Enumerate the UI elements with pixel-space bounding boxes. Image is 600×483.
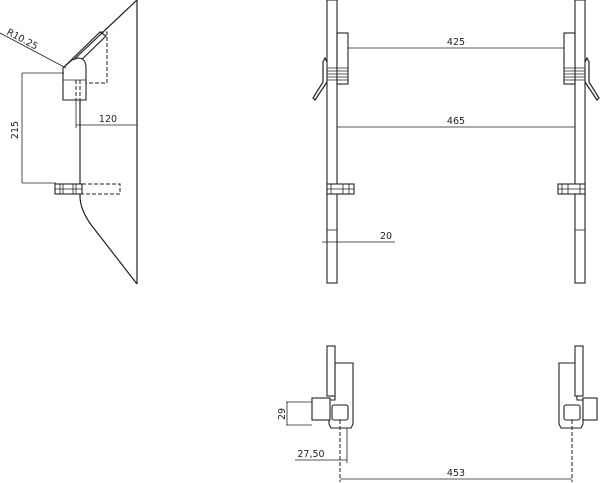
right-post-top xyxy=(574,345,584,397)
front-view: 425 465 20 xyxy=(312,0,600,284)
right-clamp-lines xyxy=(564,67,585,81)
radius-label: R10.25 xyxy=(5,27,40,53)
mount-block xyxy=(62,57,87,101)
right-clamp-block xyxy=(563,32,576,85)
arm xyxy=(63,31,107,69)
bracket-hidden xyxy=(82,183,121,195)
arm-hidden-outline xyxy=(84,31,108,84)
top-view: 29 27,50 453 xyxy=(277,345,598,482)
post-width-label: 20 xyxy=(380,231,392,242)
support-profile xyxy=(79,100,138,285)
block-height-label: 29 xyxy=(277,408,288,420)
left-post-top xyxy=(326,345,336,397)
side-view: R10.25 215 120 xyxy=(0,0,138,285)
left-clamp-block xyxy=(336,32,349,85)
left-post xyxy=(326,0,338,284)
left-bolt xyxy=(331,404,349,421)
offset-label: 27,50 xyxy=(297,449,324,460)
right-post xyxy=(574,0,586,284)
inner-width-label: 425 xyxy=(447,37,465,48)
radius-leader xyxy=(0,32,67,69)
right-lever[interactable] xyxy=(584,56,600,101)
left-lever-box xyxy=(311,397,331,421)
right-bolt xyxy=(563,404,581,421)
outer-width-label: 465 xyxy=(447,116,465,127)
center-distance-label: 453 xyxy=(447,468,465,479)
bracket-detail xyxy=(327,184,585,194)
left-lever[interactable] xyxy=(312,56,328,101)
right-lever-box xyxy=(582,397,598,421)
depth-label: 120 xyxy=(99,114,117,125)
bracket-detail xyxy=(55,184,82,194)
height-label: 215 xyxy=(10,121,21,139)
block-hidden xyxy=(75,80,81,100)
left-clamp-lines xyxy=(327,67,348,81)
